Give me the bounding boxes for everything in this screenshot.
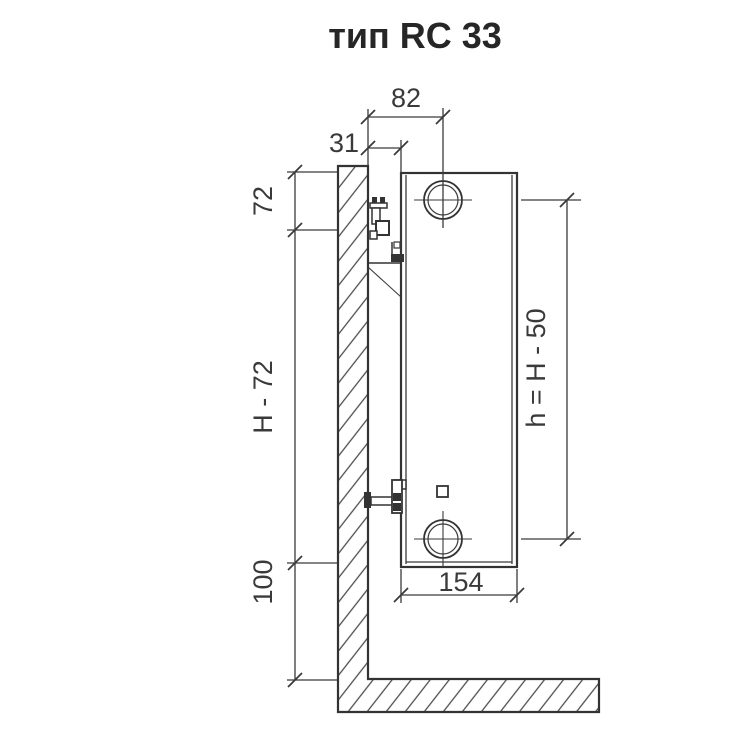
radiator-outer-shell — [399, 171, 519, 569]
dim-82-tick-right — [435, 109, 451, 125]
dim-82-label: 82 — [391, 83, 421, 113]
dim-82-tick-left — [360, 109, 376, 125]
bottom-bracket-clamp-jaw-lower — [393, 503, 401, 511]
diagram-title: тип RC 33 — [328, 15, 502, 56]
dimension-100: 100 — [248, 559, 337, 688]
dim-31-tick-right — [393, 140, 409, 156]
bottom-bracket-clamp-jaw-upper — [393, 493, 401, 501]
dim-span-tick-bottom — [559, 531, 575, 547]
bottom-connection-port — [414, 511, 472, 567]
dim-span-label: h = H - 50 — [521, 308, 551, 427]
dim-hm72-label: H - 72 — [248, 360, 278, 434]
bracket-hook-base — [391, 254, 404, 262]
bracket-hook-tip — [393, 241, 401, 249]
dim-100-label: 100 — [248, 559, 278, 604]
bracket-adjuster-block — [375, 220, 390, 236]
wall-hatch — [338, 166, 599, 712]
dim-154-tick-left — [393, 587, 409, 603]
dim-31-label: 31 — [329, 128, 359, 158]
dimension-h-minus-72: H - 72 — [248, 230, 337, 571]
top-wall-bracket — [367, 197, 404, 298]
dim-100-tick-bottom — [287, 672, 303, 688]
dimension-connection-span: h = H - 50 — [521, 192, 581, 547]
bracket-foot — [369, 230, 378, 240]
dimension-31: 31 — [329, 128, 409, 258]
wall-outline — [336, 164, 601, 714]
dim-31-tick-left — [360, 140, 376, 156]
bottom-bracket-anchor — [364, 492, 371, 508]
dimension-154: 154 — [393, 567, 525, 603]
dimension-82: 82 — [360, 83, 451, 228]
panel-square-detail — [436, 485, 449, 498]
dim-72-tick-top — [287, 164, 303, 180]
bottom-bracket-screw — [370, 496, 394, 506]
bracket-screw-head-right — [380, 197, 385, 203]
wall-and-floor-section — [336, 164, 601, 714]
bottom-wall-bracket — [364, 479, 407, 514]
dimension-72: 72 — [248, 164, 337, 238]
dim-154-tick-right — [509, 587, 525, 603]
dim-span-tick-top — [559, 192, 575, 208]
bracket-screw-head-left — [372, 197, 377, 203]
radiator-panel — [399, 171, 519, 569]
dim-154-label: 154 — [438, 567, 483, 597]
dim-72-label: 72 — [248, 186, 278, 216]
bracket-diagonal-brace — [367, 266, 402, 298]
